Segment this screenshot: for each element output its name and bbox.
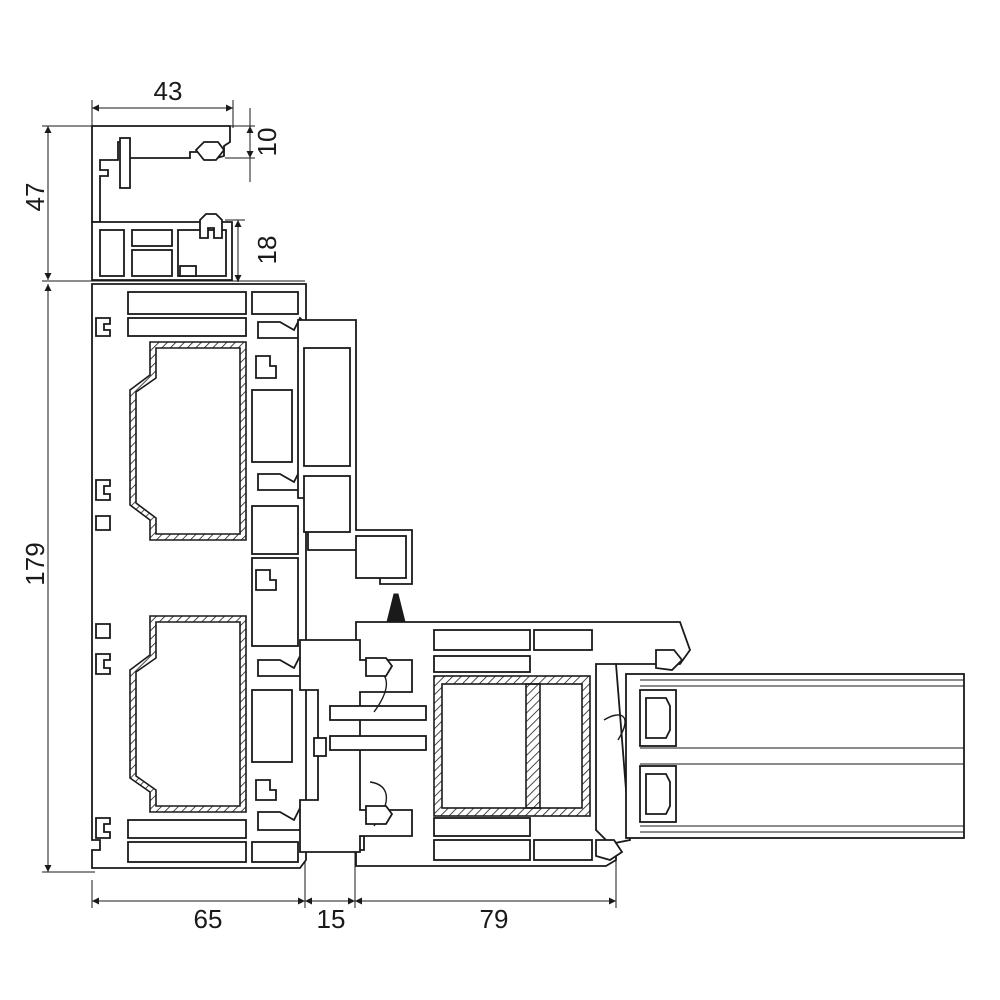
dim-top-width: 43 <box>154 76 183 106</box>
dim-frame-height: 179 <box>20 542 50 585</box>
dim-top-lower-height: 18 <box>252 236 282 265</box>
main-frame-profile <box>91 283 310 869</box>
dim-top-total-height: 47 <box>20 183 50 212</box>
mullion-profile <box>297 319 413 627</box>
dimension-lines <box>42 100 617 908</box>
dim-gap-width: 15 <box>317 904 346 934</box>
dim-sash-width: 79 <box>480 904 509 934</box>
dim-frame-width: 65 <box>194 904 223 934</box>
dim-top-upper-height: 10 <box>252 128 282 157</box>
top-addon-profile <box>91 125 233 281</box>
sash-profile <box>299 621 692 867</box>
glazing-unit <box>625 673 965 839</box>
